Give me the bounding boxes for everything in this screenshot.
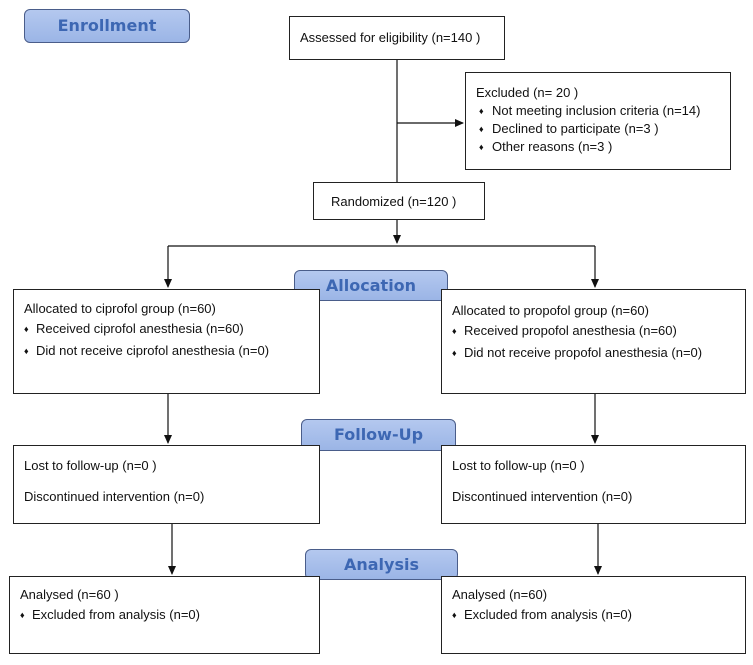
bullet-icon: ♦ bbox=[24, 346, 29, 356]
right-analysis-box: Analysed (n=60) ♦ Excluded from analysis… bbox=[441, 576, 746, 654]
right-allocation-box: Allocated to propofol group (n=60) ♦ Rec… bbox=[441, 289, 746, 394]
left-discontinued-text: Discontinued intervention (n=0) bbox=[24, 489, 205, 504]
left-allocation-item: Received ciprofol anesthesia (n=60) bbox=[36, 321, 244, 336]
bullet-icon: ♦ bbox=[452, 326, 457, 336]
left-followup-box: Lost to follow-up (n=0 ) Discontinued in… bbox=[13, 445, 320, 524]
right-analysis-item: Excluded from analysis (n=0) bbox=[464, 607, 632, 622]
left-allocation-title: Allocated to ciprofol group (n=60) bbox=[24, 301, 216, 316]
enrollment-stage-label: Enrollment bbox=[24, 9, 190, 43]
excluded-title: Excluded (n= 20 ) bbox=[476, 85, 579, 100]
excluded-box: Excluded (n= 20 ) ♦ Not meeting inclusio… bbox=[465, 72, 731, 170]
left-allocation-box: Allocated to ciprofol group (n=60) ♦ Rec… bbox=[13, 289, 320, 394]
bullet-icon: ♦ bbox=[452, 610, 457, 620]
bullet-icon: ♦ bbox=[479, 124, 484, 134]
analysis-stage-label: Analysis bbox=[305, 549, 458, 580]
right-analysis-title: Analysed (n=60) bbox=[452, 587, 548, 602]
left-analysis-item: Excluded from analysis (n=0) bbox=[32, 607, 200, 622]
right-discontinued-text: Discontinued intervention (n=0) bbox=[452, 489, 633, 504]
bullet-icon: ♦ bbox=[479, 142, 484, 152]
right-followup-box: Lost to follow-up (n=0 ) Discontinued in… bbox=[441, 445, 746, 524]
bullet-icon: ♦ bbox=[452, 348, 457, 358]
left-allocation-item: Did not receive ciprofol anesthesia (n=0… bbox=[36, 343, 270, 358]
allocation-stage-label: Allocation bbox=[294, 270, 448, 301]
excluded-item: Not meeting inclusion criteria (n=14) bbox=[492, 103, 701, 118]
followup-stage-label: Follow-Up bbox=[301, 419, 456, 451]
left-analysis-title: Analysed (n=60 ) bbox=[20, 587, 119, 602]
bullet-icon: ♦ bbox=[24, 324, 29, 334]
right-allocation-item: Received propofol anesthesia (n=60) bbox=[464, 323, 677, 338]
randomized-text: Randomized (n=120 ) bbox=[331, 194, 457, 209]
bullet-icon: ♦ bbox=[479, 106, 484, 116]
randomized-box: Randomized (n=120 ) bbox=[313, 182, 485, 220]
right-lost-text: Lost to follow-up (n=0 ) bbox=[452, 458, 585, 473]
right-allocation-title: Allocated to propofol group (n=60) bbox=[452, 303, 649, 318]
excluded-item: Declined to participate (n=3 ) bbox=[492, 121, 659, 136]
left-analysis-box: Analysed (n=60 ) ♦ Excluded from analysi… bbox=[9, 576, 320, 654]
bullet-icon: ♦ bbox=[20, 610, 25, 620]
left-lost-text: Lost to follow-up (n=0 ) bbox=[24, 458, 157, 473]
excluded-item: Other reasons (n=3 ) bbox=[492, 139, 613, 154]
right-allocation-item: Did not receive propofol anesthesia (n=0… bbox=[464, 345, 703, 360]
assessed-box: Assessed for eligibility (n=140 ) bbox=[289, 16, 505, 60]
assessed-text: Assessed for eligibility (n=140 ) bbox=[300, 30, 481, 45]
